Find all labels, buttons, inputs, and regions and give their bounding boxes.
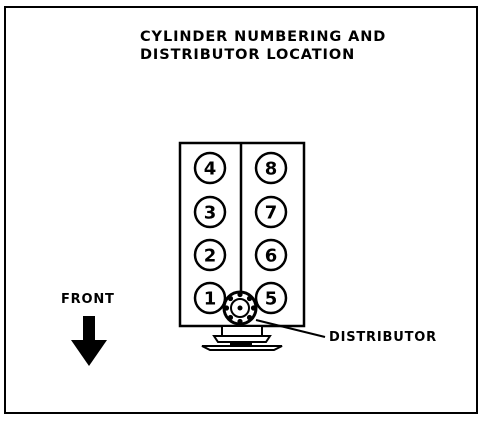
title-line-1: CYLINDER NUMBERING AND: [140, 29, 387, 45]
svg-text:2: 2: [204, 246, 217, 267]
title-line-2: DISTRIBUTOR LOCATION: [140, 47, 356, 63]
cylinder-6: 6: [254, 238, 288, 272]
diagram-title: CYLINDER NUMBERING AND DISTRIBUTOR LOCAT…: [140, 28, 386, 64]
svg-text:7: 7: [265, 203, 278, 224]
right-bank: 8 7 6 5: [254, 151, 288, 315]
cylinder-2: 2: [193, 238, 227, 272]
distributor-icon: [222, 290, 258, 326]
svg-text:4: 4: [204, 159, 217, 180]
svg-text:3: 3: [204, 203, 217, 224]
left-bank: 4 3 2 1: [193, 151, 227, 315]
cylinder-4: 4: [193, 151, 227, 185]
cylinder-3: 3: [193, 195, 227, 229]
svg-text:6: 6: [265, 246, 278, 267]
front-pulley: [201, 325, 283, 351]
cylinder-1: 1: [193, 281, 227, 315]
down-arrow-icon: [71, 316, 107, 366]
svg-text:5: 5: [265, 289, 278, 310]
distributor-leader-line: [255, 319, 326, 338]
front-label: FRONT: [61, 292, 115, 307]
cylinder-7: 7: [254, 195, 288, 229]
svg-text:8: 8: [265, 159, 278, 180]
cylinder-5: 5: [254, 281, 288, 315]
cylinder-8: 8: [254, 151, 288, 185]
distributor-label: DISTRIBUTOR: [329, 330, 437, 345]
svg-text:1: 1: [204, 289, 217, 310]
